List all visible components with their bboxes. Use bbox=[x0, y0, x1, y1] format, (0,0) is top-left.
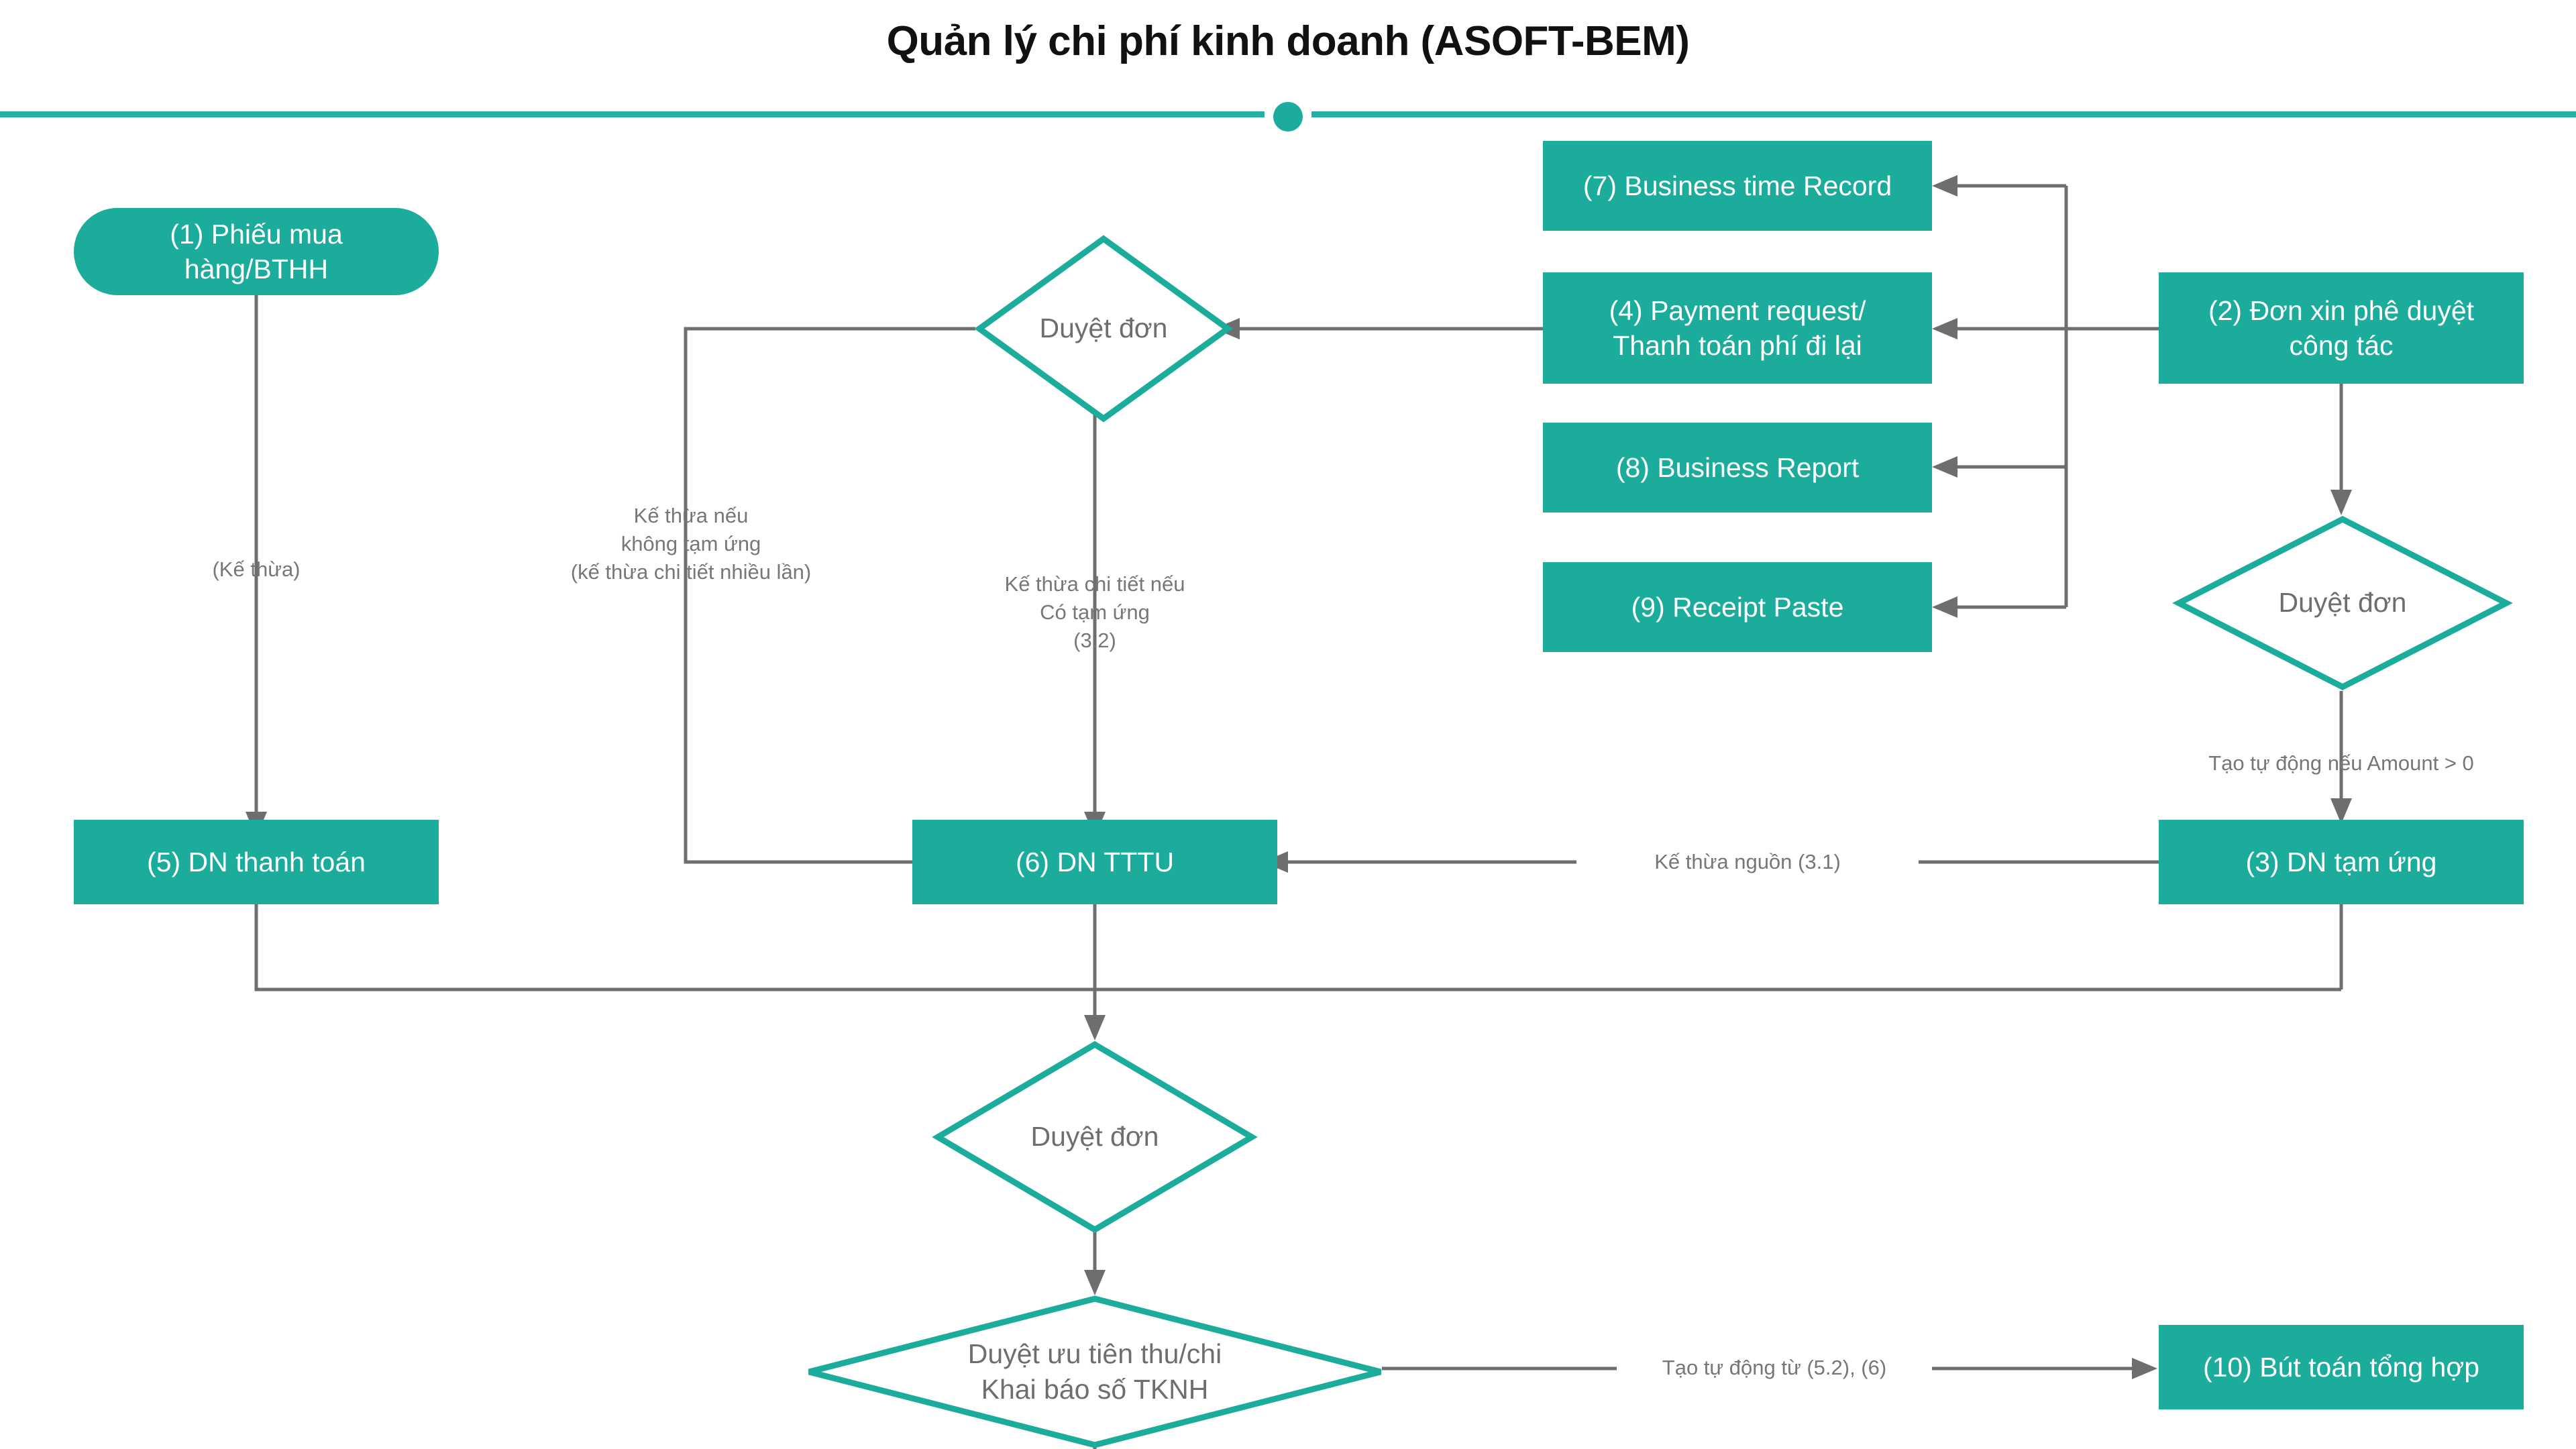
node-5-dn-thanh-toan: (5) DN thanh toán bbox=[74, 820, 439, 904]
edge-label-inherit-source: Kế thừa nguồn (3.1) bbox=[1654, 850, 1841, 873]
node-7-label: (7) Business time Record bbox=[1582, 170, 1892, 201]
diamond-shape bbox=[2172, 515, 2513, 691]
edge-label-inherit-no-advance: Kế thừa nếu không tạm ứng (kế thừa chi t… bbox=[570, 504, 812, 584]
edge-label-auto-if-amount: Tạo tự động nếu Amount > 0 bbox=[2208, 751, 2474, 775]
node-9-receipt-paste: (9) Receipt Paste bbox=[1543, 562, 1932, 652]
edge-label-inherit-detail-advance: Kế thừa chi tiết nếu Có tạm ứng (3.2) bbox=[1004, 572, 1185, 652]
page-title: Quản lý chi phí kinh doanh (ASOFT-BEM) bbox=[886, 18, 1690, 64]
node-1-label: (1) Phiếu mua hàng/BTHH bbox=[170, 218, 343, 284]
edge-label-inherit-left: (Kế thừa) bbox=[212, 557, 301, 581]
diamond-shape bbox=[808, 1295, 1382, 1448]
edge-label-auto-from-52-6: Tạo tự động từ (5.2), (6) bbox=[1662, 1356, 1887, 1379]
node-7-business-time-record: (7) Business time Record bbox=[1543, 141, 1932, 231]
decision-right-duyet-don: Duyệt đơn bbox=[2172, 515, 2513, 691]
header-divider-dot-icon bbox=[1273, 102, 1303, 131]
diamond-shape bbox=[974, 235, 1233, 423]
node-8-label: (8) Business Report bbox=[1615, 451, 1860, 483]
node-9-label: (9) Receipt Paste bbox=[1631, 591, 1844, 623]
decision-center-duyet-don: Duyệt đơn bbox=[974, 235, 1233, 423]
node-3-dn-tam-ung: (3) DN tạm ứng bbox=[2159, 820, 2524, 904]
node-4-payment-request: (4) Payment request/ Thanh toán phí đi l… bbox=[1543, 272, 1932, 384]
node-6-label: (6) DN TTTU bbox=[1015, 846, 1175, 877]
node-5-label: (5) DN thanh toán bbox=[147, 846, 366, 877]
node-2-don-xin-phe-duyet-cong-tac: (2) Đơn xin phê duyệt công tác bbox=[2159, 272, 2524, 384]
decision-bottom-label: Duyệt đơn bbox=[1030, 1121, 1159, 1152]
node-6-dn-tttu: (6) DN TTTU bbox=[912, 820, 1277, 904]
diamond-shape bbox=[932, 1040, 1258, 1234]
decision-center-label: Duyệt đơn bbox=[1039, 313, 1168, 344]
node-10-but-toan-tong-hop: (10) Bút toán tổng hợp bbox=[2159, 1325, 2524, 1409]
decision-bottom-duyet-don: Duyệt đơn bbox=[932, 1040, 1258, 1234]
node-10-label: (10) Bút toán tổng hợp bbox=[2202, 1351, 2480, 1383]
decision-right-label: Duyệt đơn bbox=[2278, 587, 2407, 619]
node-1-phieu-mua-hang: (1) Phiếu mua hàng/BTHH bbox=[74, 208, 439, 295]
node-4-label: (4) Payment request/ Thanh toán phí đi l… bbox=[1609, 294, 1866, 361]
header-divider-right bbox=[1311, 111, 2576, 117]
node-8-business-report: (8) Business Report bbox=[1543, 423, 1932, 513]
header-divider-left bbox=[0, 111, 1265, 117]
decision-priority-thu-chi: Duyệt ưu tiên thu/chi Khai báo số TKNH bbox=[805, 1295, 1385, 1448]
decision-priority-label: Duyệt ưu tiên thu/chi Khai báo số TKNH bbox=[967, 1338, 1222, 1405]
node-2-label: (2) Đơn xin phê duyệt công tác bbox=[2208, 294, 2475, 361]
node-3-label: (3) DN tạm ứng bbox=[2245, 846, 2437, 877]
